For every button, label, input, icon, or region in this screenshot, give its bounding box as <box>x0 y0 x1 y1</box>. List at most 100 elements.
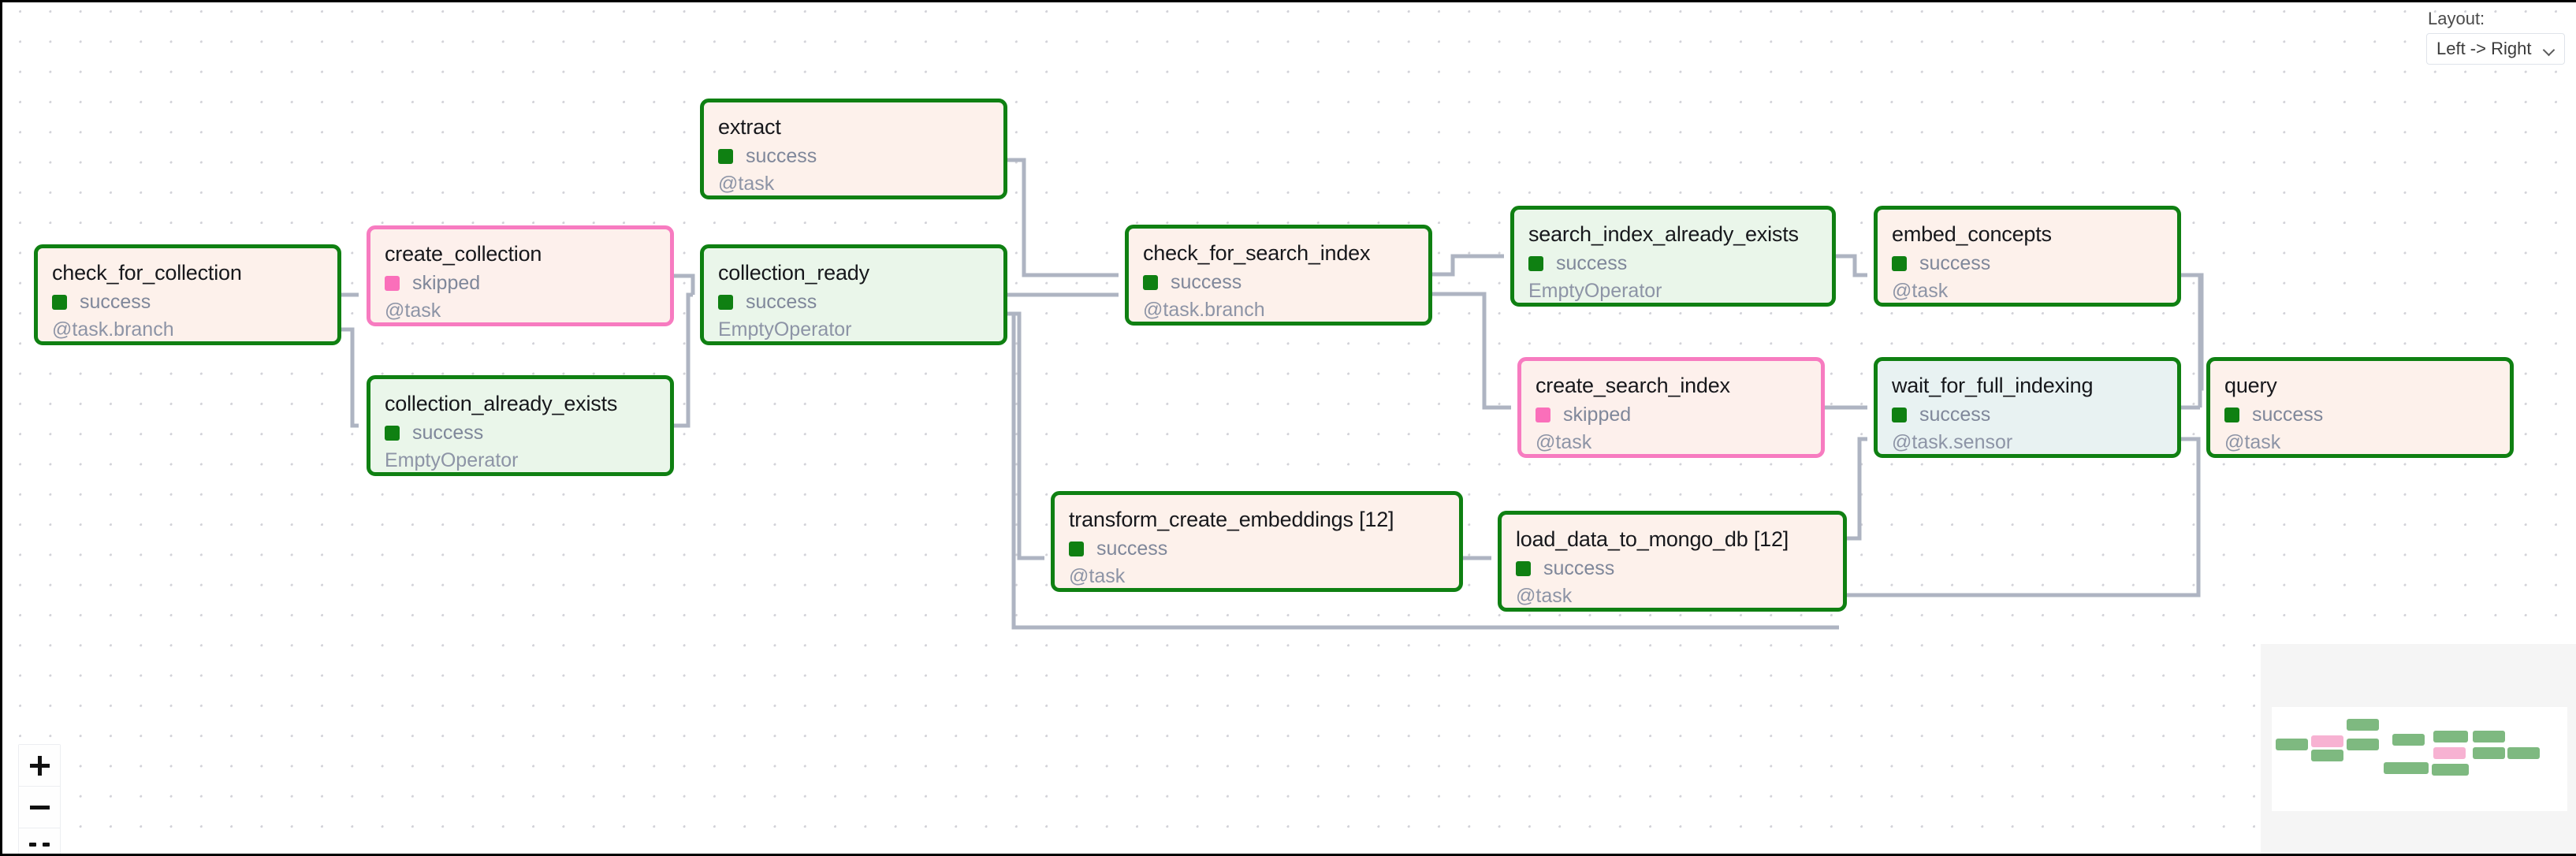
task-node-operator-type: @task <box>385 300 441 322</box>
task-node-operator-type: EmptyOperator <box>718 318 852 341</box>
task-node-title: load_data_to_mongo_db [12] <box>1516 527 1789 551</box>
task-node-title: create_collection <box>385 242 542 266</box>
status-label: success <box>412 422 484 444</box>
status-swatch-success <box>1069 542 1084 556</box>
task-node-title: transform_create_embeddings [12] <box>1069 508 1394 531</box>
minimap-node <box>2433 731 2468 742</box>
task-node-operator-type: EmptyOperator <box>385 449 519 471</box>
minimap-node <box>2432 764 2469 776</box>
status-label: success <box>1543 557 1615 579</box>
status-label: success <box>1919 252 1991 274</box>
task-node-status: success <box>1143 273 1414 292</box>
zoom-out-button[interactable] <box>19 787 60 828</box>
status-swatch-success <box>718 295 733 310</box>
task-node-status: success <box>1516 559 1829 579</box>
status-label: skipped <box>412 272 481 294</box>
task-node-title: collection_ready <box>718 261 869 285</box>
status-swatch-skipped <box>1536 408 1550 422</box>
minimap-node <box>2347 719 2379 731</box>
minimap[interactable] <box>2261 644 2576 854</box>
task-node-operator-type: @task.branch <box>52 318 174 341</box>
minimap-node <box>2473 731 2505 742</box>
minimap-node <box>2384 762 2429 774</box>
status-label: success <box>80 291 151 313</box>
task-node-title: create_search_index <box>1536 374 1730 397</box>
task-node-status: success <box>718 292 989 312</box>
minimap-node <box>2276 739 2308 750</box>
task-node-title: wait_for_full_indexing <box>1892 374 2094 397</box>
plus-icon <box>29 755 50 776</box>
task-node-transform_create_embeddings[interactable]: transform_create_embeddings [12]success@… <box>1051 491 1463 592</box>
minimap-node <box>2433 747 2466 759</box>
task-node-title: check_for_collection <box>52 261 242 285</box>
task-node-operator-type: @task <box>1516 585 1573 607</box>
status-label: success <box>1096 538 1168 560</box>
layout-panel: Layout: Left -> Right <box>2426 9 2565 65</box>
minimap-node <box>2311 735 2343 747</box>
status-label: skipped <box>1563 404 1632 426</box>
task-node-status: skipped <box>385 274 656 293</box>
fit-view-button[interactable] <box>19 828 60 854</box>
status-label: success <box>2252 404 2324 426</box>
zoom-in-button[interactable] <box>19 745 60 787</box>
status-swatch-success <box>718 149 733 164</box>
task-node-query[interactable]: query success @task <box>2206 357 2514 458</box>
status-swatch-success <box>1892 256 1907 271</box>
status-swatch-skipped <box>385 276 400 291</box>
layout-select[interactable]: Left -> Right <box>2426 33 2565 65</box>
fit-view-icon <box>29 842 50 854</box>
task-node-status: success <box>1528 254 1818 274</box>
minimap-node <box>2392 734 2425 746</box>
status-swatch-success <box>1528 256 1543 271</box>
task-node-status: success <box>2224 405 2496 425</box>
task-node-title: collection_already_exists <box>385 392 618 415</box>
minimap-node <box>2473 747 2505 759</box>
status-label: success <box>746 291 817 313</box>
minimap-node <box>2311 750 2343 761</box>
task-node-status: success <box>385 423 656 443</box>
minimap-node <box>2347 739 2379 750</box>
task-node-operator-type: @task <box>1536 431 1592 453</box>
status-swatch-success <box>2224 408 2239 422</box>
zoom-controls <box>18 744 61 854</box>
status-swatch-success <box>1143 275 1158 290</box>
chevron-down-icon <box>2544 46 2556 53</box>
status-swatch-success <box>1892 408 1907 422</box>
task-node-title: search_index_already_exists <box>1528 222 1799 246</box>
task-node-title: extract <box>718 115 781 139</box>
task-node-operator-type: @task <box>718 173 775 195</box>
layout-label: Layout: <box>2428 9 2485 28</box>
status-swatch-success <box>1516 561 1531 576</box>
task-node-operator-type: @task.sensor <box>1892 431 2013 453</box>
task-node-status: success <box>718 147 989 166</box>
status-label: success <box>746 145 817 167</box>
task-node-status: skipped <box>1536 405 1807 425</box>
task-node-title: embed_concepts <box>1892 222 2052 246</box>
task-node-title: check_for_search_index <box>1143 241 1371 265</box>
task-node-status: success <box>1892 405 2163 425</box>
task-node-extract[interactable]: extract success @task <box>700 99 1007 199</box>
minus-icon <box>29 805 50 809</box>
task-node-title: query <box>2224 374 2277 397</box>
task-node-operator-type: @task <box>2224 431 2281 453</box>
task-node-status: success <box>1069 539 1445 559</box>
task-node-operator-type: @task.branch <box>1143 299 1265 321</box>
minimap-node <box>2507 747 2540 759</box>
status-label: success <box>1556 252 1628 274</box>
task-node-operator-type: EmptyOperator <box>1528 280 1662 302</box>
status-label: success <box>1171 271 1242 293</box>
task-node-operator-type: @task <box>1892 280 1949 302</box>
task-node-status: success <box>52 292 323 312</box>
status-swatch-success <box>52 295 67 310</box>
task-node-load_data_to_mongo_db[interactable]: load_data_to_mongo_db [12] success @task <box>1498 511 1847 612</box>
